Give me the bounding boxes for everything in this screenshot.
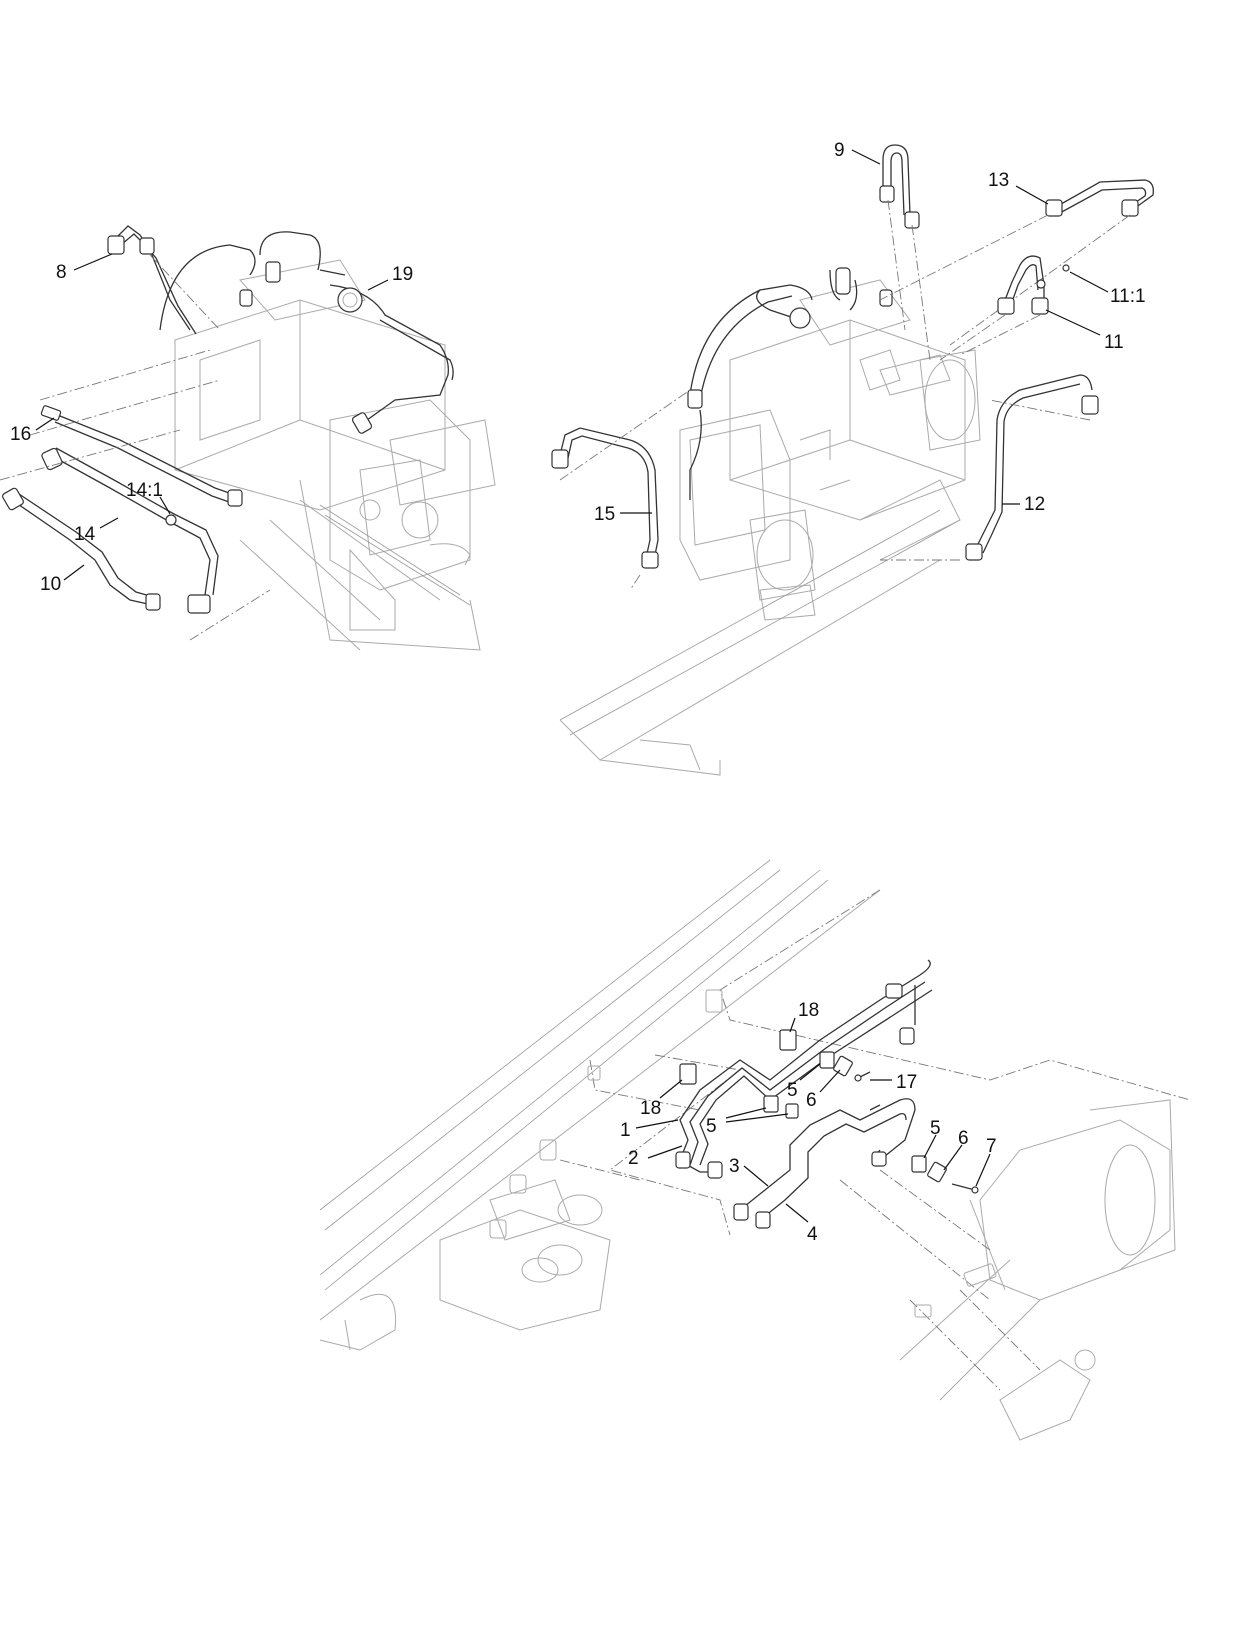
callout-14: 14 [74,524,96,545]
callout-5-a: 5 [787,1080,798,1101]
tube-parts-3-4 [733,1098,916,1229]
callout-3: 3 [729,1156,740,1177]
callout-4: 4 [807,1224,818,1245]
callout-6-a: 6 [806,1090,817,1111]
callout-12: 12 [1024,494,1045,515]
view-bottom: 18 18 5 6 17 5 1 2 3 4 5 6 [319,859,1191,1441]
callout-17: 17 [896,1072,917,1093]
callouts-top-left: 8 19 16 14:1 14 10 [10,253,413,595]
valve-assembly-right [559,267,981,776]
view-top-right: 9 13 11:1 11 12 15 [551,140,1154,776]
callout-5-c: 5 [930,1118,941,1139]
callout-18-top: 18 [798,1000,819,1021]
frame-assembly-bottom [319,859,1176,1441]
callouts-top-right: 9 13 11:1 11 12 15 [594,140,1146,525]
phantom-routing-bottom [559,889,1191,1301]
callout-14-1: 14:1 [126,480,163,501]
callout-11-1: 11:1 [1110,286,1146,307]
clamps-bottom [587,989,997,1318]
tube-parts-1-2 [675,959,933,1179]
callout-5-b: 5 [706,1116,717,1137]
tube-part-14 [29,379,271,641]
view-top-left: 8 19 16 14:1 14 10 [0,225,496,651]
callout-16: 16 [10,424,31,445]
callout-19: 19 [392,264,413,285]
callout-13: 13 [988,170,1009,191]
callout-9: 9 [834,140,845,161]
callout-1: 1 [620,1120,631,1141]
callout-6-b: 6 [958,1128,969,1149]
tube-part-8 [107,225,221,335]
hose-part-16 [39,349,243,507]
valve-assembly-left [159,231,496,651]
callout-7: 7 [986,1136,997,1157]
callout-15: 15 [594,504,615,525]
callout-10: 10 [40,574,61,595]
tube-part-15 [551,389,691,591]
callout-2: 2 [628,1148,639,1169]
tube-part-13 [879,179,1154,346]
callouts-bottom: 18 18 5 6 17 5 1 2 3 4 5 6 [620,1000,997,1245]
tube-part-12 [880,374,1099,561]
callout-8: 8 [56,262,67,283]
callout-11: 11 [1104,332,1124,353]
tube-part-9 [879,144,931,361]
tube-part-10 [0,429,181,611]
tube-part-11 [939,255,1070,361]
callout-18-left: 18 [640,1098,661,1119]
